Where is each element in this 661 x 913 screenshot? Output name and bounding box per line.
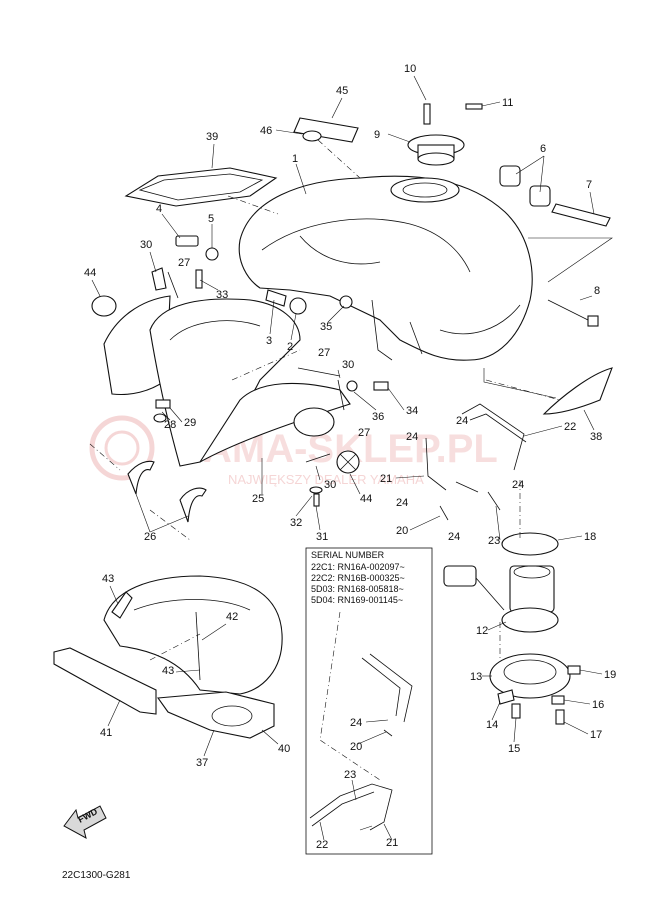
callout-25: 25 bbox=[252, 493, 264, 505]
callout-30-b: 30 bbox=[342, 359, 354, 371]
callout-13: 13 bbox=[470, 671, 482, 683]
callout-27-b: 27 bbox=[318, 347, 330, 359]
callout-6: 6 bbox=[540, 143, 546, 155]
callout-43-a: 43 bbox=[102, 573, 114, 585]
part-insulator-37 bbox=[156, 691, 275, 739]
callout-36: 36 bbox=[372, 411, 384, 423]
callout-2: 2 bbox=[287, 341, 293, 353]
callout-14: 14 bbox=[486, 719, 498, 731]
callout-22-upper: 22 bbox=[564, 421, 576, 433]
leader-lines bbox=[91, 75, 603, 841]
callout-5: 5 bbox=[208, 213, 214, 225]
callout-42: 42 bbox=[226, 611, 238, 623]
callout-24-c: 24 bbox=[512, 479, 524, 491]
callout-44-b: 44 bbox=[360, 493, 372, 505]
callout-1: 1 bbox=[292, 153, 298, 165]
callout-8: 8 bbox=[594, 285, 600, 297]
serial-line-4: 5D04: RN169-001145~ bbox=[311, 595, 403, 605]
callout-23-box: 23 bbox=[344, 769, 356, 781]
callouts: 1 2 3 4 5 6 7 8 9 10 11 12 13 14 15 16 1… bbox=[84, 63, 616, 851]
callout-17: 17 bbox=[590, 729, 602, 741]
callout-12: 12 bbox=[476, 625, 488, 637]
watermark-logo-inner bbox=[104, 430, 140, 466]
callout-33: 33 bbox=[216, 289, 228, 301]
part-misc-fasteners bbox=[127, 235, 389, 523]
serial-number-box: SERIAL NUMBER 22C1: RN16A-002097~ 22C2: … bbox=[305, 547, 433, 855]
callout-45: 45 bbox=[336, 85, 348, 97]
part-heat-shield-41 bbox=[53, 647, 157, 715]
callout-28: 28 bbox=[164, 419, 176, 431]
part-side-cover-25 bbox=[149, 298, 351, 467]
callout-27-c: 27 bbox=[358, 427, 370, 439]
callout-20-upper: 20 bbox=[396, 525, 408, 537]
part-plate-13 bbox=[489, 653, 581, 725]
watermark: YAMA-SKLEP.PL NAJWIĘKSZY DEALER YAMAHA bbox=[89, 415, 498, 487]
callout-3: 3 bbox=[266, 335, 272, 347]
part-emblem-45 bbox=[293, 117, 359, 143]
callout-19: 19 bbox=[604, 669, 616, 681]
callout-46: 46 bbox=[260, 125, 272, 137]
callout-7: 7 bbox=[586, 179, 592, 191]
serial-line-3: 5D03: RN168-005818~ bbox=[311, 584, 404, 594]
callout-32: 32 bbox=[290, 517, 302, 529]
callout-34: 34 bbox=[406, 405, 418, 417]
callout-11: 11 bbox=[502, 97, 513, 109]
part-fuel-tank-1 bbox=[238, 175, 533, 361]
callout-18: 18 bbox=[584, 531, 596, 543]
diagram-code: 22C1300-G281 bbox=[62, 870, 131, 881]
callout-29: 29 bbox=[184, 417, 196, 429]
callout-24-e: 24 bbox=[448, 531, 460, 543]
callout-35: 35 bbox=[320, 321, 332, 333]
callout-38: 38 bbox=[590, 431, 602, 443]
callout-23-upper: 23 bbox=[488, 535, 500, 547]
guide-lines bbox=[89, 139, 613, 781]
callout-24-b: 24 bbox=[456, 415, 468, 427]
part-fuel-cap-9 bbox=[407, 103, 483, 166]
part-side-panel-38 bbox=[542, 367, 613, 415]
callout-24-d: 24 bbox=[396, 497, 408, 509]
watermark-sub-text: NAJWIĘKSZY DEALER YAMAHA bbox=[228, 472, 424, 487]
part-damper-6 bbox=[499, 165, 611, 227]
callout-20-box: 20 bbox=[350, 741, 362, 753]
part-fuel-pump-12 bbox=[443, 565, 559, 633]
serial-line-2: 22C2: RN16B-000325~ bbox=[311, 573, 405, 583]
callout-43-b: 43 bbox=[162, 665, 174, 677]
callout-15: 15 bbox=[508, 743, 520, 755]
callout-27-a: 27 bbox=[178, 257, 190, 269]
callout-9: 9 bbox=[374, 129, 380, 141]
callout-21-box: 21 bbox=[386, 837, 398, 849]
part-gasket-18 bbox=[501, 532, 559, 556]
callout-39: 39 bbox=[206, 131, 218, 143]
part-top-cover-39 bbox=[124, 167, 278, 207]
part-hoses-22 bbox=[425, 403, 527, 521]
callout-30-c: 30 bbox=[324, 479, 336, 491]
callout-4: 4 bbox=[156, 203, 162, 215]
callout-24-box-a: 24 bbox=[350, 717, 362, 729]
callout-40: 40 bbox=[278, 743, 290, 755]
callout-22-box: 22 bbox=[316, 839, 328, 851]
callout-21-upper: 21 bbox=[380, 473, 392, 485]
part-under-cover-42 bbox=[103, 575, 283, 695]
callout-44-a: 44 bbox=[84, 267, 96, 279]
callout-31: 31 bbox=[316, 531, 328, 543]
part-bolt-8 bbox=[547, 299, 599, 327]
callout-10: 10 bbox=[404, 63, 416, 75]
callout-41: 41 bbox=[100, 727, 112, 739]
serial-heading: SERIAL NUMBER bbox=[311, 550, 385, 560]
callout-24-a: 24 bbox=[406, 431, 418, 443]
callout-16: 16 bbox=[592, 699, 604, 711]
callout-30-a: 30 bbox=[140, 239, 152, 251]
fwd-arrow-icon: FWD bbox=[63, 805, 107, 839]
part-side-cover-44 bbox=[91, 295, 171, 396]
callout-26: 26 bbox=[144, 531, 156, 543]
watermark-logo bbox=[89, 415, 155, 481]
serial-line-1: 22C1: RN16A-002097~ bbox=[311, 562, 405, 572]
callout-37: 37 bbox=[196, 757, 208, 769]
